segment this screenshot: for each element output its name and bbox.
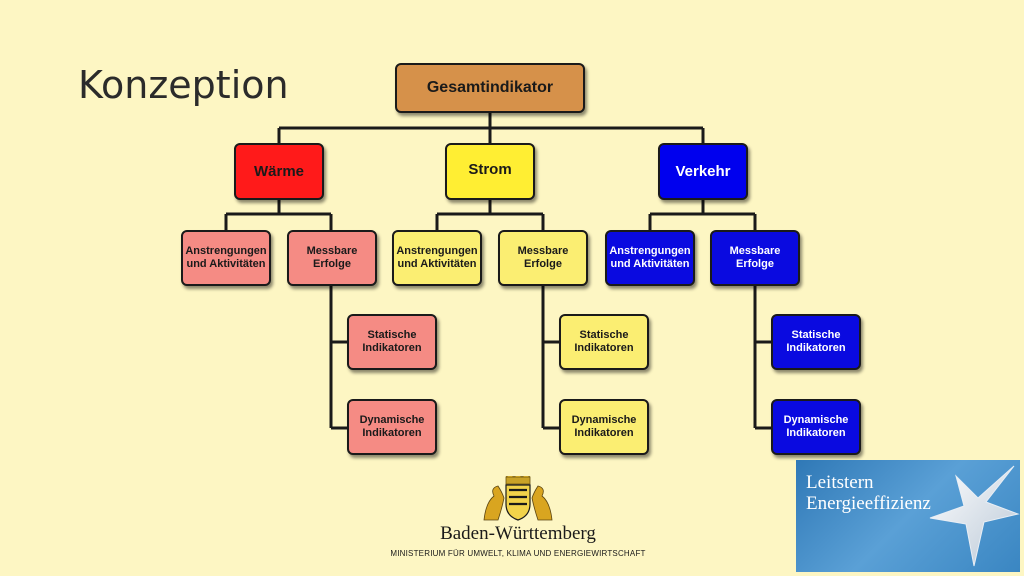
line-2: Indikatoren [362,342,422,354]
line-2: Indikatoren [574,427,634,439]
line-2: Erfolge [736,258,774,270]
line-2: und Aktivitäten [186,258,266,270]
slide-title: Konzeption [78,63,289,107]
line-1: Anstrengungen [185,245,267,257]
line-1: Messbare [729,245,781,257]
node-strom-statische: Statische Indikatoren [559,314,649,370]
line-1: Dynamische [783,414,849,426]
node-verkehr-statische: Statische Indikatoren [771,314,861,370]
node-verkehr: Verkehr [658,143,748,200]
bw-ministry: MINISTERIUM FÜR UMWELT, KLIMA UND ENERGI… [390,549,646,558]
line-1: Messbare [306,245,358,257]
leitstern-logo: Leitstern Energieeffizienz [796,460,1020,572]
node-label: Strom [468,161,512,178]
node-label: Gesamtindikator [426,79,554,96]
line-1: Statische [367,329,417,341]
coat-of-arms-icon [483,476,553,521]
line-2: Erfolge [313,258,351,270]
node-verkehr-anstrengungen: Anstrengungen und Aktivitäten [605,230,695,286]
node-waerme-dynamische: Dynamische Indikatoren [347,399,437,455]
node-waerme-statische: Statische Indikatoren [347,314,437,370]
line-1: Statische [579,329,629,341]
line-1: Statische [791,329,841,341]
node-waerme-messbare-erfolge: Messbare Erfolge [287,230,377,286]
baden-wuerttemberg-logo: Baden-Württemberg MINISTERIUM FÜR UMWELT… [388,476,648,572]
leitstern-text: Leitstern Energieeffizienz [806,472,931,514]
line-1: Anstrengungen [609,245,691,257]
node-strom-anstrengungen: Anstrengungen und Aktivitäten [392,230,482,286]
node-waerme-anstrengungen: Anstrengungen und Aktivitäten [181,230,271,286]
line-2: Indikatoren [362,427,422,439]
line-1: Dynamische [571,414,637,426]
node-label: Wärme [253,163,305,180]
node-strom-dynamische: Dynamische Indikatoren [559,399,649,455]
node-strom-messbare-erfolge: Messbare Erfolge [498,230,588,286]
line-1: Anstrengungen [396,245,478,257]
line-2: und Aktivitäten [397,258,477,270]
star-icon [929,465,1020,567]
line-2: Indikatoren [786,342,846,354]
line-2: Indikatoren [574,342,634,354]
node-gesamtindikator: Gesamtindikator [395,63,585,113]
leitstern-line-1: Leitstern [806,472,874,493]
line-2: und Aktivitäten [610,258,690,270]
line-2: Indikatoren [786,427,846,439]
node-strom: Strom [445,143,535,200]
line-1: Messbare [517,245,569,257]
node-verkehr-messbare-erfolge: Messbare Erfolge [710,230,800,286]
node-label: Verkehr [675,163,731,180]
leitstern-line-2: Energieeffizienz [806,493,931,514]
line-1: Dynamische [359,414,425,426]
line-2: Erfolge [524,258,562,270]
node-waerme: Wärme [234,143,324,200]
node-verkehr-dynamische: Dynamische Indikatoren [771,399,861,455]
bw-name: Baden-Württemberg [440,523,596,544]
